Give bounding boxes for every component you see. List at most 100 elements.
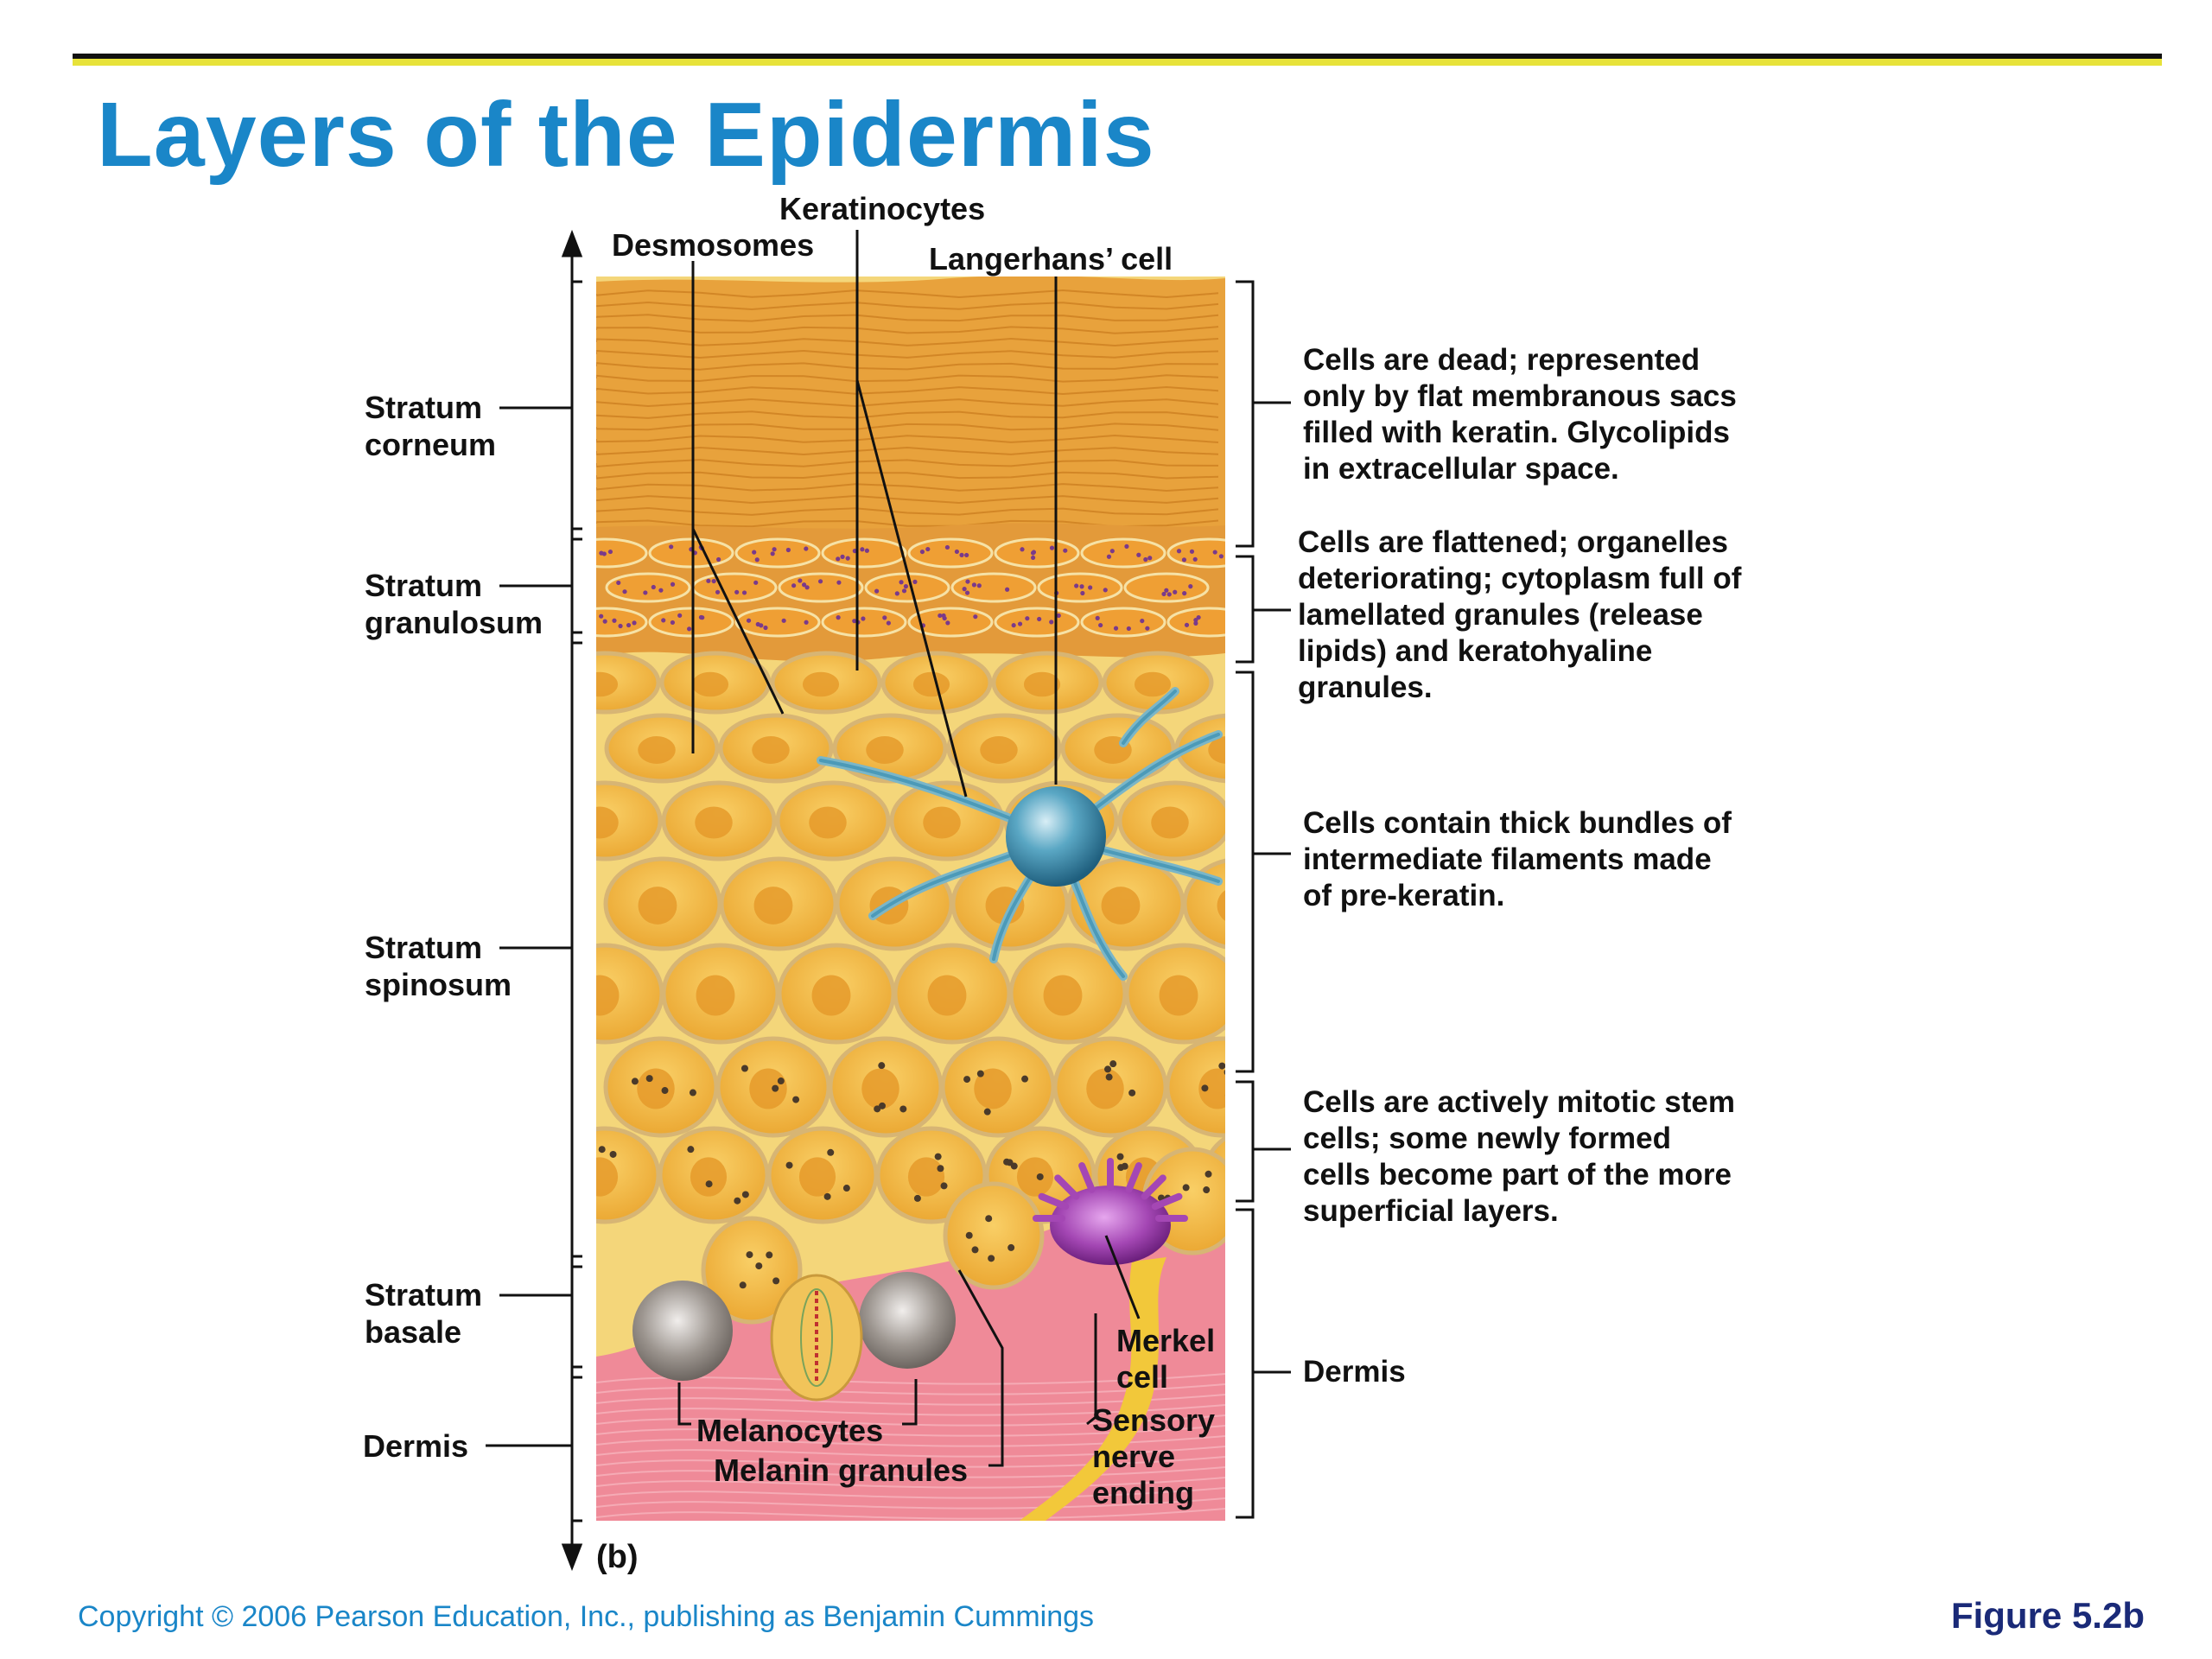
melanin-granule: [874, 1105, 881, 1113]
keratohyaline-granule: [804, 546, 809, 551]
keratohyaline-granule: [785, 547, 791, 553]
keratohyaline-granule: [715, 589, 721, 594]
melanin-granule: [937, 1165, 944, 1173]
keratinocyte-nucleus: [798, 1157, 836, 1197]
keratin-sheet: [596, 494, 1219, 505]
merkel-spike: [1151, 1192, 1183, 1211]
keratinocyte-nucleus: [811, 975, 851, 1016]
keratinocyte-nucleus: [1101, 887, 1141, 925]
left-layer-brackets: [486, 280, 582, 1522]
stratum-corneum-layer: [596, 276, 1225, 543]
leader-lines: [677, 230, 1141, 1467]
keratohyaline-granule: [1147, 556, 1153, 561]
dermis-fiber: [596, 1497, 1225, 1510]
keratinocyte-nucleus: [809, 806, 847, 839]
keratohyaline-granule: [1140, 618, 1145, 624]
keratohyaline-granule: [836, 556, 841, 562]
keratinocytes-label: Keratinocytes: [779, 191, 985, 226]
merkel-spike: [1054, 1174, 1080, 1200]
basal-cell: [943, 1181, 1045, 1290]
keratohyaline-granule: [734, 589, 740, 594]
merkel-spike: [1078, 1162, 1096, 1193]
keratohyaline-granule: [886, 620, 891, 626]
keratohyaline-granule: [874, 588, 880, 594]
keratinocyte-nucleus: [1198, 1068, 1225, 1109]
keratinocyte-nucleus: [1016, 1157, 1054, 1197]
keratohyaline-granule: [770, 551, 775, 556]
langerhans-dendrite-core: [1122, 690, 1177, 745]
tissue-illustration: [573, 276, 1225, 1521]
melanin-granule: [1203, 1186, 1211, 1194]
granulosum-cell: [596, 607, 648, 638]
keratohyaline-granule: [658, 588, 664, 593]
layer-label-line: Stratum: [365, 390, 483, 425]
keratinocyte-nucleus: [1086, 1068, 1124, 1109]
keratohyaline-granule: [852, 619, 857, 624]
melanin-granule: [878, 1062, 886, 1070]
keratohyaline-granule: [752, 550, 757, 555]
keratohyaline-granule: [1005, 587, 1010, 592]
mitotic-cell: [770, 1274, 863, 1402]
keratohyaline-granule: [669, 544, 674, 550]
granulosum-cell: [734, 607, 821, 638]
keratohyaline-granule: [860, 547, 865, 552]
desmosomes-label: Desmosomes: [612, 227, 814, 263]
granulosum-cell: [648, 607, 734, 638]
keratohyaline-granule: [1143, 556, 1148, 563]
keratohyaline-granule: [772, 547, 777, 552]
melanin-granule: [983, 1108, 991, 1116]
melanin-granule: [645, 1075, 653, 1083]
keratohyaline-granule: [1017, 621, 1023, 626]
description-line: in extracellular space.: [1303, 452, 1619, 486]
keratohyaline-granule: [971, 582, 977, 588]
keratohyaline-granule: [1020, 547, 1025, 552]
description-line: cells become part of the more: [1303, 1158, 1732, 1192]
keratohyaline-granule: [817, 579, 823, 584]
melanin-granules-label: Melanin granules: [714, 1452, 968, 1488]
granulosum-cell: [821, 607, 907, 638]
description-dermis: Dermis: [1303, 1354, 1406, 1390]
keratohyaline-granule: [753, 580, 759, 585]
layer-label-stratum-corneum: Stratum corneum: [365, 389, 496, 463]
melanin-granule: [1116, 1153, 1124, 1160]
keratin-sheet: [596, 483, 1219, 493]
melanin-granule: [785, 1161, 793, 1169]
keratohyaline-granule: [1193, 620, 1198, 626]
keratohyaline-granule: [1037, 616, 1042, 622]
granulosum-cell: [1166, 537, 1225, 569]
keratinocyte-nucleus: [866, 736, 904, 764]
keratohyaline-granule: [1030, 555, 1036, 561]
merkel-spike: [1038, 1192, 1070, 1211]
keratinocyte-nucleus: [912, 671, 950, 697]
keratohyaline-granule: [754, 557, 760, 563]
melanin-granule: [965, 1231, 973, 1239]
granulosum-cell: [778, 572, 864, 603]
description-line: filled with keratin. Glycolipids: [1303, 416, 1730, 449]
keratohyaline-granule: [1166, 592, 1172, 597]
keratohyaline-granule: [1011, 623, 1016, 628]
keratinocyte-nucleus: [695, 806, 733, 839]
layer-label-line: granulosum: [365, 605, 543, 640]
granulosum-flattened-cells: [596, 537, 1225, 638]
keratohyaline-granule: [791, 583, 797, 588]
keratinocyte-nucleus: [596, 975, 620, 1016]
keratohyaline-granule: [632, 620, 637, 626]
keratohyaline-granule: [804, 585, 810, 590]
granulosum-cell: [907, 537, 994, 569]
melanin-granule: [988, 1255, 995, 1262]
melanocyte: [859, 1272, 956, 1369]
layer-label-line: spinosum: [365, 967, 512, 1002]
melanin-granule: [573, 1161, 580, 1168]
melanin-granule: [766, 1251, 773, 1259]
melanocytes-label: Melanocytes: [696, 1413, 883, 1448]
layer-label-line: Stratum: [365, 568, 483, 603]
keratinocyte-nucleus: [1159, 975, 1198, 1016]
layer-label-line: Stratum: [365, 1277, 483, 1313]
keratohyaline-granule: [1074, 583, 1079, 588]
keratin-sheet: [596, 397, 1219, 408]
keratinocyte: [596, 780, 663, 861]
description-line: intermediate filaments made: [1303, 842, 1712, 876]
keratin-sheet: [596, 326, 1219, 334]
keratohyaline-granule: [1031, 550, 1037, 555]
